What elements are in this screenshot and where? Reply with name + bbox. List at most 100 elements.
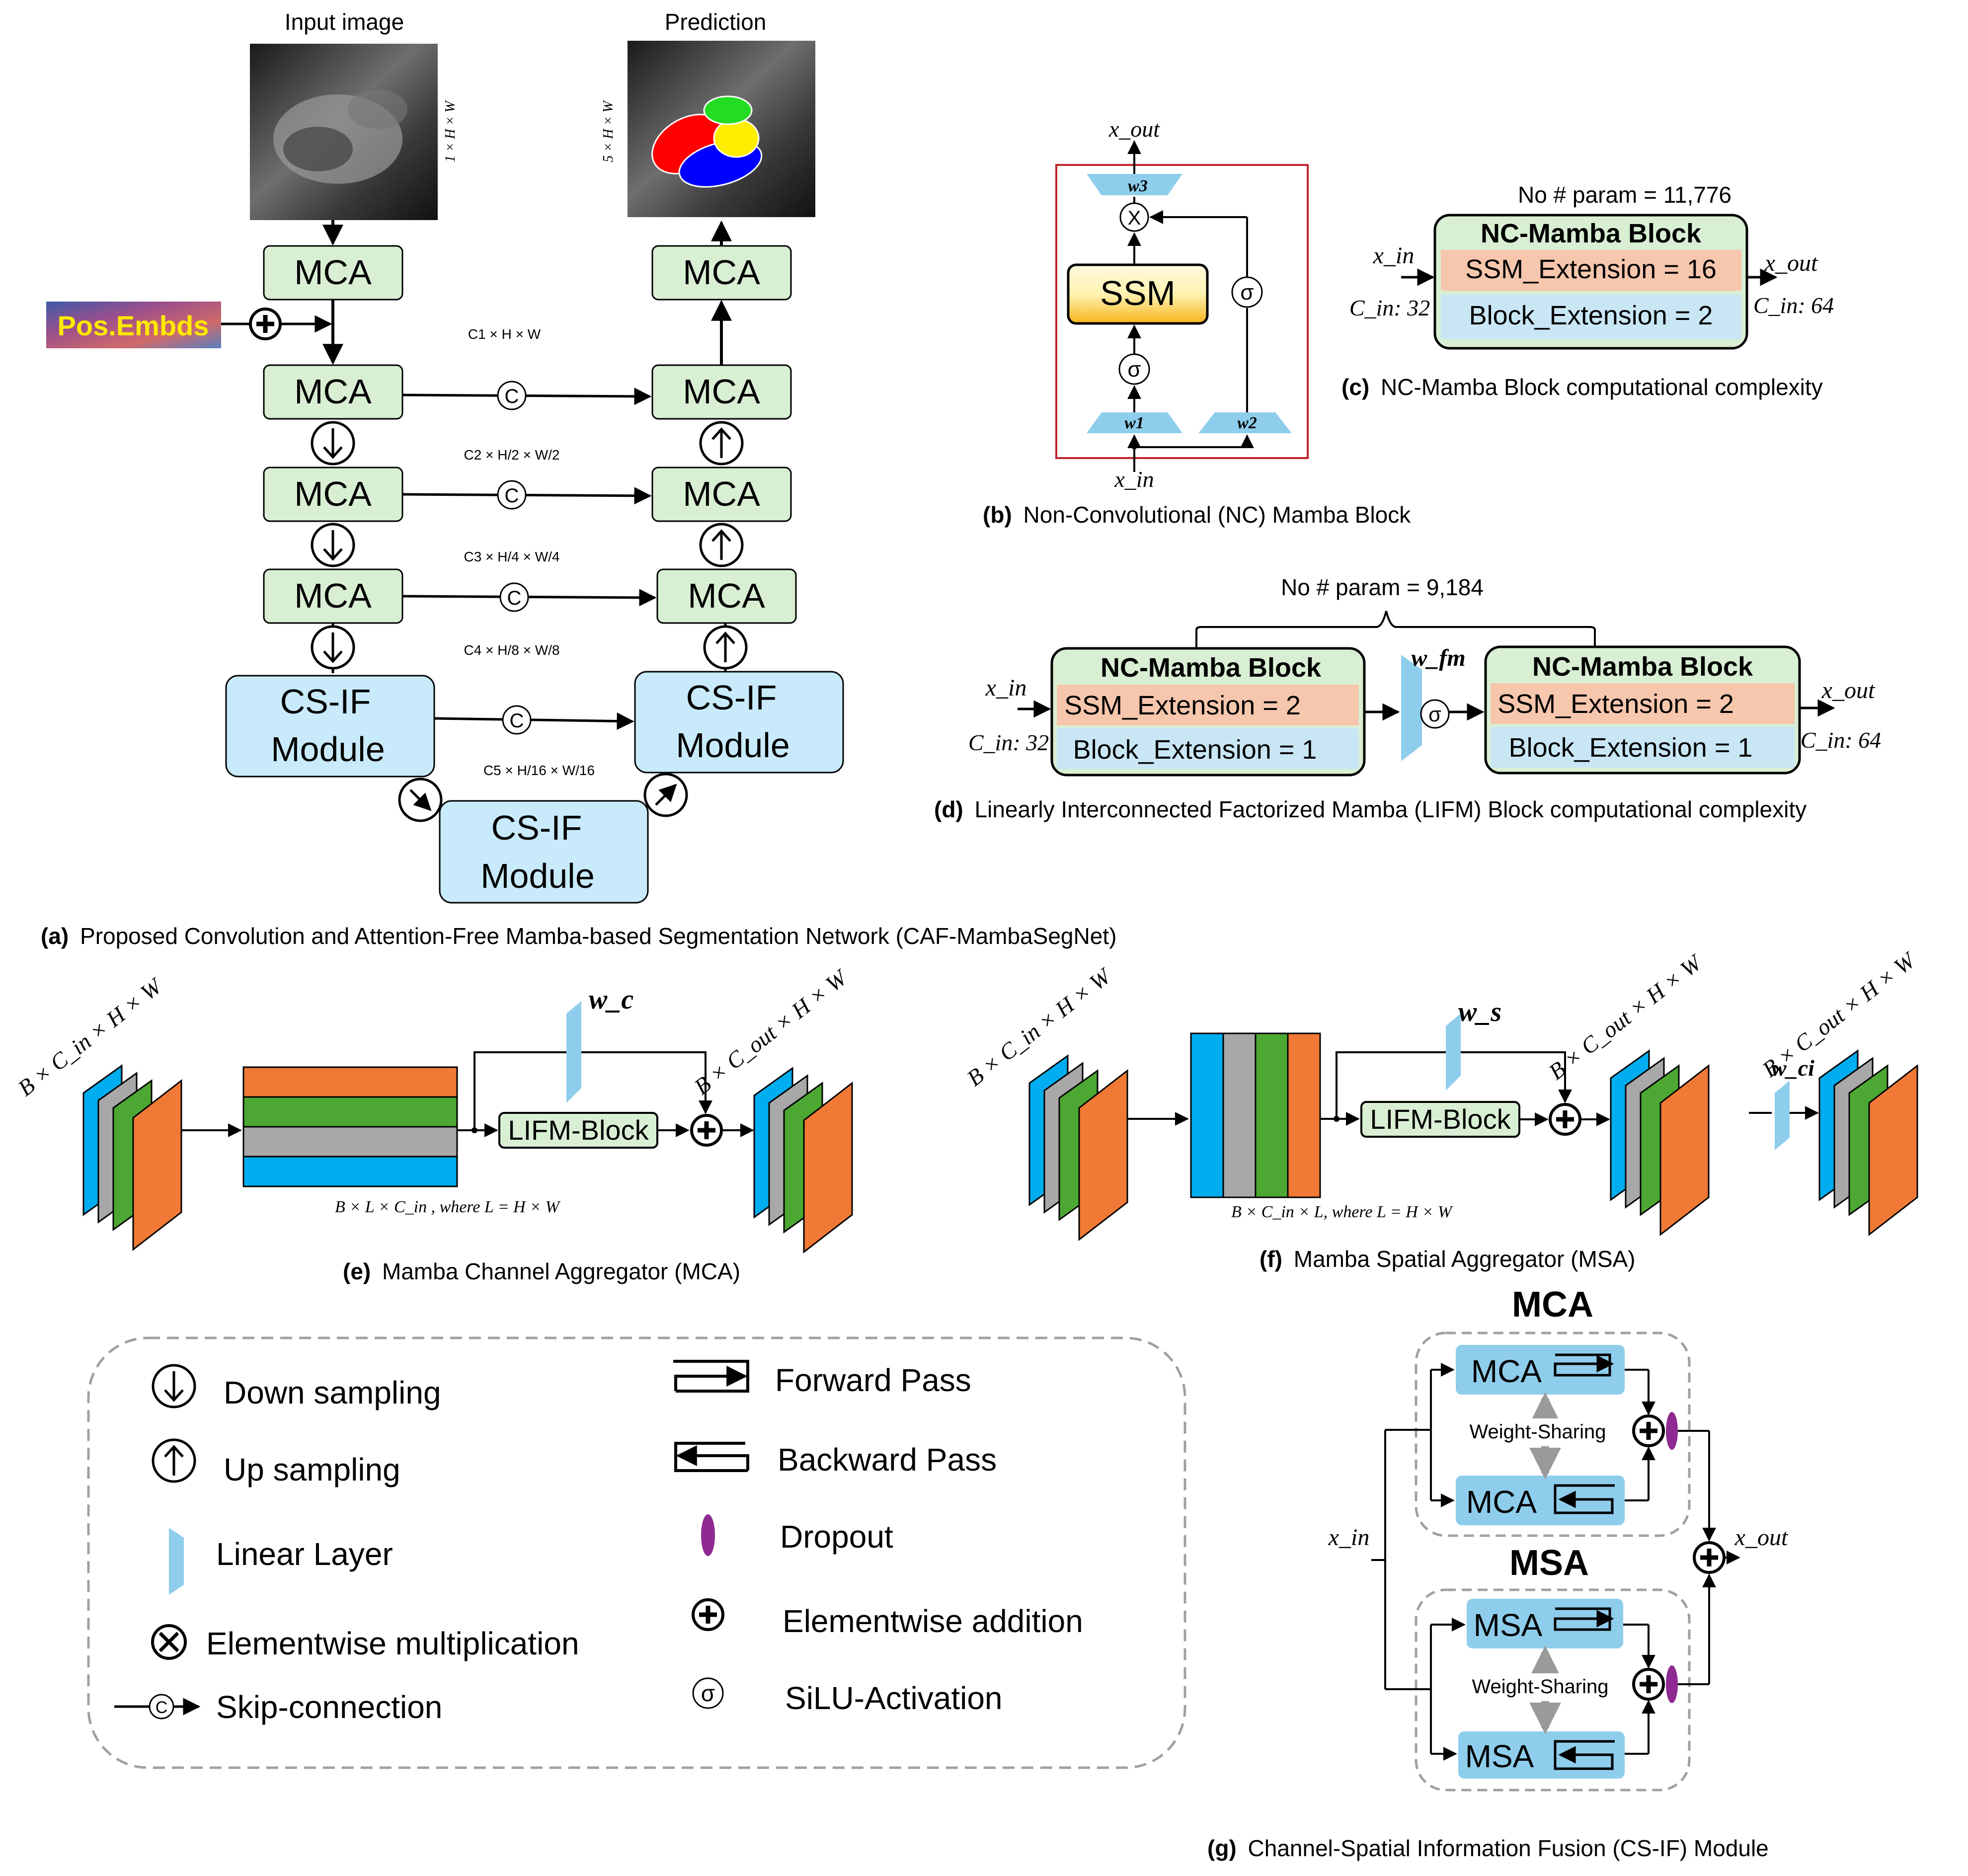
legend-forward-icon: [673, 1360, 749, 1393]
input-dims: 1 × H × W: [443, 100, 458, 162]
f-lifm-label: LIFM-Block: [1370, 1103, 1511, 1135]
downsample-icon-1: [312, 422, 354, 464]
d-block-2-ssm-row: [1491, 683, 1795, 724]
g-x-out: x_out: [1734, 1524, 1789, 1551]
panel-f-caption: (f) Mamba Spatial Aggregator (MSA): [1260, 1246, 1636, 1272]
g-mca-frame: [1415, 1331, 1691, 1537]
g-mca-title: MCA: [1512, 1285, 1593, 1325]
encoder-csif-module: [225, 675, 435, 778]
encoder-mca-4-label: MCA: [294, 576, 372, 615]
c4-dims: C4 × H/8 × W/8: [464, 642, 560, 658]
input-mri-image: [250, 44, 438, 220]
encoder-mca-3-label: MCA: [294, 474, 372, 513]
decoder-csif-line2: Module: [676, 726, 790, 765]
d-block-2-title: NC-Mamba Block: [1532, 652, 1753, 682]
g-msa-dropout-icon: [1666, 1665, 1678, 1703]
c-block-title: NC-Mamba Block: [1481, 219, 1702, 248]
d-block-1-block-row: [1057, 728, 1359, 769]
panel-e: B × C_in × H × W B × L × C_in , where L …: [13, 964, 853, 1284]
panel-d: No # param = 9,184 NC-Mamba Block SSM_Ex…: [934, 574, 1881, 822]
g-msa-title: MSA: [1509, 1543, 1589, 1583]
d-wfm-label: w_fm: [1411, 645, 1465, 671]
ssm-label: SSM: [1100, 274, 1176, 313]
b-sigma-1: σ: [1127, 357, 1141, 382]
w3-label: w3: [1128, 177, 1148, 195]
panel-b-caption: (b) Non-Convolutional (NC) Mamba Block: [983, 502, 1411, 528]
encoder-csif-line1: CS-IF: [280, 682, 371, 721]
decoder-mca-1-label: MCA: [683, 253, 760, 292]
b-multiply-x: X: [1128, 207, 1141, 229]
skip-c-1: C: [505, 386, 519, 407]
legend-linear-icon: [169, 1528, 184, 1595]
legend-frame: [87, 1336, 1186, 1769]
panel-e-caption: (e) Mamba Channel Aggregator (MCA): [343, 1258, 740, 1284]
w3-linear: [1087, 174, 1182, 195]
w2-linear: [1198, 412, 1292, 433]
g-mca-top: [1456, 1345, 1625, 1395]
d-block-2-ssm: SSM_Extension = 2: [1497, 689, 1734, 719]
encoder-mca-1-label: MCA: [294, 253, 372, 292]
upsample-icon-3: [705, 626, 746, 668]
d-block-1-title: NC-Mamba Block: [1101, 653, 1322, 683]
encoder-csif-line2: Module: [271, 730, 385, 769]
legend-backward-icon: [674, 1442, 749, 1472]
w1-linear: [1087, 412, 1182, 433]
panel-c: No # param = 11,776 NC-Mamba Block SSM_E…: [1341, 182, 1834, 400]
f-ws-linear: [1446, 1014, 1461, 1091]
skip-c-4: C: [510, 710, 524, 732]
bottleneck-csif-line1: CS-IF: [491, 808, 582, 847]
d-brace: [1195, 611, 1596, 648]
c-cin-right: C_in: 64: [1753, 293, 1834, 318]
panel-g-caption: (g) Channel-Spatial Information Fusion (…: [1207, 1835, 1769, 1861]
e-out-dims: B × C_out × H × W: [689, 964, 853, 1099]
decoder-mca-4-label: MCA: [688, 576, 765, 615]
decoder-mca-3-label: MCA: [683, 474, 760, 513]
legend-skip-c: C: [156, 1698, 168, 1717]
e-input-tensor: [82, 1064, 182, 1251]
c-block-extension: Block_Extension = 2: [1469, 301, 1713, 330]
f-out-dims: B × C_out × H × W: [1544, 949, 1707, 1085]
bottleneck-csif-module: [439, 800, 649, 904]
e-flattened-tensor: [242, 1066, 458, 1187]
panel-d-caption: (d) Linearly Interconnected Factorized M…: [934, 796, 1807, 822]
c-ssm-extension-row: [1441, 250, 1741, 291]
c3-dims: C3 × H/4 × W/4: [464, 549, 560, 564]
d-x-out: x_out: [1821, 677, 1876, 704]
g-mca-bottom-label: MCA: [1466, 1484, 1537, 1520]
legend-silu: SiLU-Activation: [785, 1680, 1003, 1716]
f-in-dims: B × C_in × H × W: [962, 962, 1116, 1091]
d-block-1-block: Block_Extension = 1: [1073, 735, 1317, 765]
legend-dropout-icon: [701, 1514, 715, 1556]
g-msa-top: [1467, 1599, 1623, 1648]
d-cin-right: C_in: 64: [1801, 727, 1881, 753]
panel-f: B × C_in × H × W B × C_in × L, where L =…: [962, 946, 1921, 1272]
input-image-label: Input image: [285, 9, 404, 35]
encoder-mca-2-label: MCA: [294, 372, 372, 411]
upsample-icon-2: [701, 524, 742, 566]
d-param-count: No # param = 9,184: [1281, 574, 1484, 600]
legend-linear: Linear Layer: [216, 1536, 393, 1572]
legend-add: Elementwise addition: [783, 1603, 1083, 1639]
legend-sigma: σ: [701, 1680, 715, 1706]
legend-dropout: Dropout: [780, 1519, 893, 1555]
g-weight-sharing-1: Weight-Sharing: [1470, 1421, 1606, 1443]
c-block-extension-row: [1441, 295, 1741, 339]
f-out-dims-2: B × C_out × H × W: [1757, 946, 1921, 1082]
g-msa-top-label: MSA: [1474, 1607, 1543, 1643]
w2-label: w2: [1237, 414, 1257, 432]
e-wc-linear: [566, 1001, 581, 1103]
prediction-image: [628, 41, 815, 217]
upsample-icon-1: [701, 422, 742, 464]
b-x-out: x_out: [1108, 116, 1160, 142]
d-sigma: σ: [1428, 703, 1441, 726]
f-add-icon: [1550, 1104, 1580, 1134]
c1-dims: C1 × H × W: [468, 326, 541, 342]
b-sigma-2: σ: [1240, 280, 1254, 305]
e-flat-dims: B × L × C_in , where L = H × W: [335, 1198, 561, 1216]
skip-c-3: C: [507, 587, 522, 609]
prediction-label: Prediction: [665, 9, 767, 35]
panel-c-caption: (c) NC-Mamba Block computational complex…: [1341, 374, 1823, 400]
c-cin-left: C_in: 32: [1349, 295, 1430, 320]
decoder-mca-3: [651, 467, 792, 522]
legend-up: Up sampling: [224, 1452, 400, 1487]
